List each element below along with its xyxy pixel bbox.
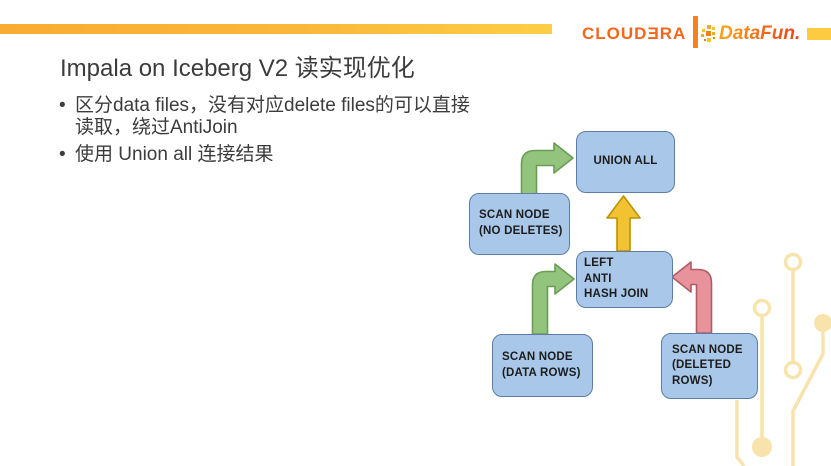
node-label: UNION ALL: [593, 155, 658, 168]
node-scan-data-rows: SCAN NODE (DATA ROWS): [492, 334, 593, 397]
node-scan-deleted-rows: SCAN NODE (DELETED ROWS): [661, 333, 758, 399]
arrow-no-deletes-to-union: [520, 142, 574, 195]
arrow-data-rows-to-join: [531, 263, 575, 335]
datafun-logo: DataFun.: [719, 23, 801, 44]
slide-title: Impala on Iceberg V2 读实现优化: [60, 55, 415, 82]
header-stripe: [0, 24, 552, 34]
bullet-list: 区分data files，没有对应delete files的可以直接读取，绕过A…: [58, 95, 470, 171]
node-label: SCAN NODE (DATA ROWS): [502, 350, 581, 379]
cloudera-logo: CLOUDƎRA: [582, 24, 687, 43]
bullet-item: 使用 Union all 连接结果: [58, 144, 470, 166]
node-union-all: UNION ALL: [576, 131, 675, 193]
node-label: SCAN NODE (NO DELETES): [479, 209, 563, 237]
node-left-anti-hash-join: LEFT ANTI HASH JOIN: [576, 251, 673, 308]
node-label: SCAN NODE (DELETED ROWS): [672, 343, 743, 387]
arrow-join-to-union: [606, 195, 641, 252]
logo-separator: [693, 16, 698, 48]
node-label: LEFT ANTI HASH JOIN: [584, 257, 649, 301]
node-scan-no-deletes: SCAN NODE (NO DELETES): [469, 193, 570, 255]
header-stripe-right: [807, 28, 831, 40]
arrow-deleted-rows-to-join: [671, 261, 713, 334]
bullet-item: 区分data files，没有对应delete files的可以直接读取，绕过A…: [58, 95, 470, 139]
datafun-logo-icon: [701, 25, 715, 42]
